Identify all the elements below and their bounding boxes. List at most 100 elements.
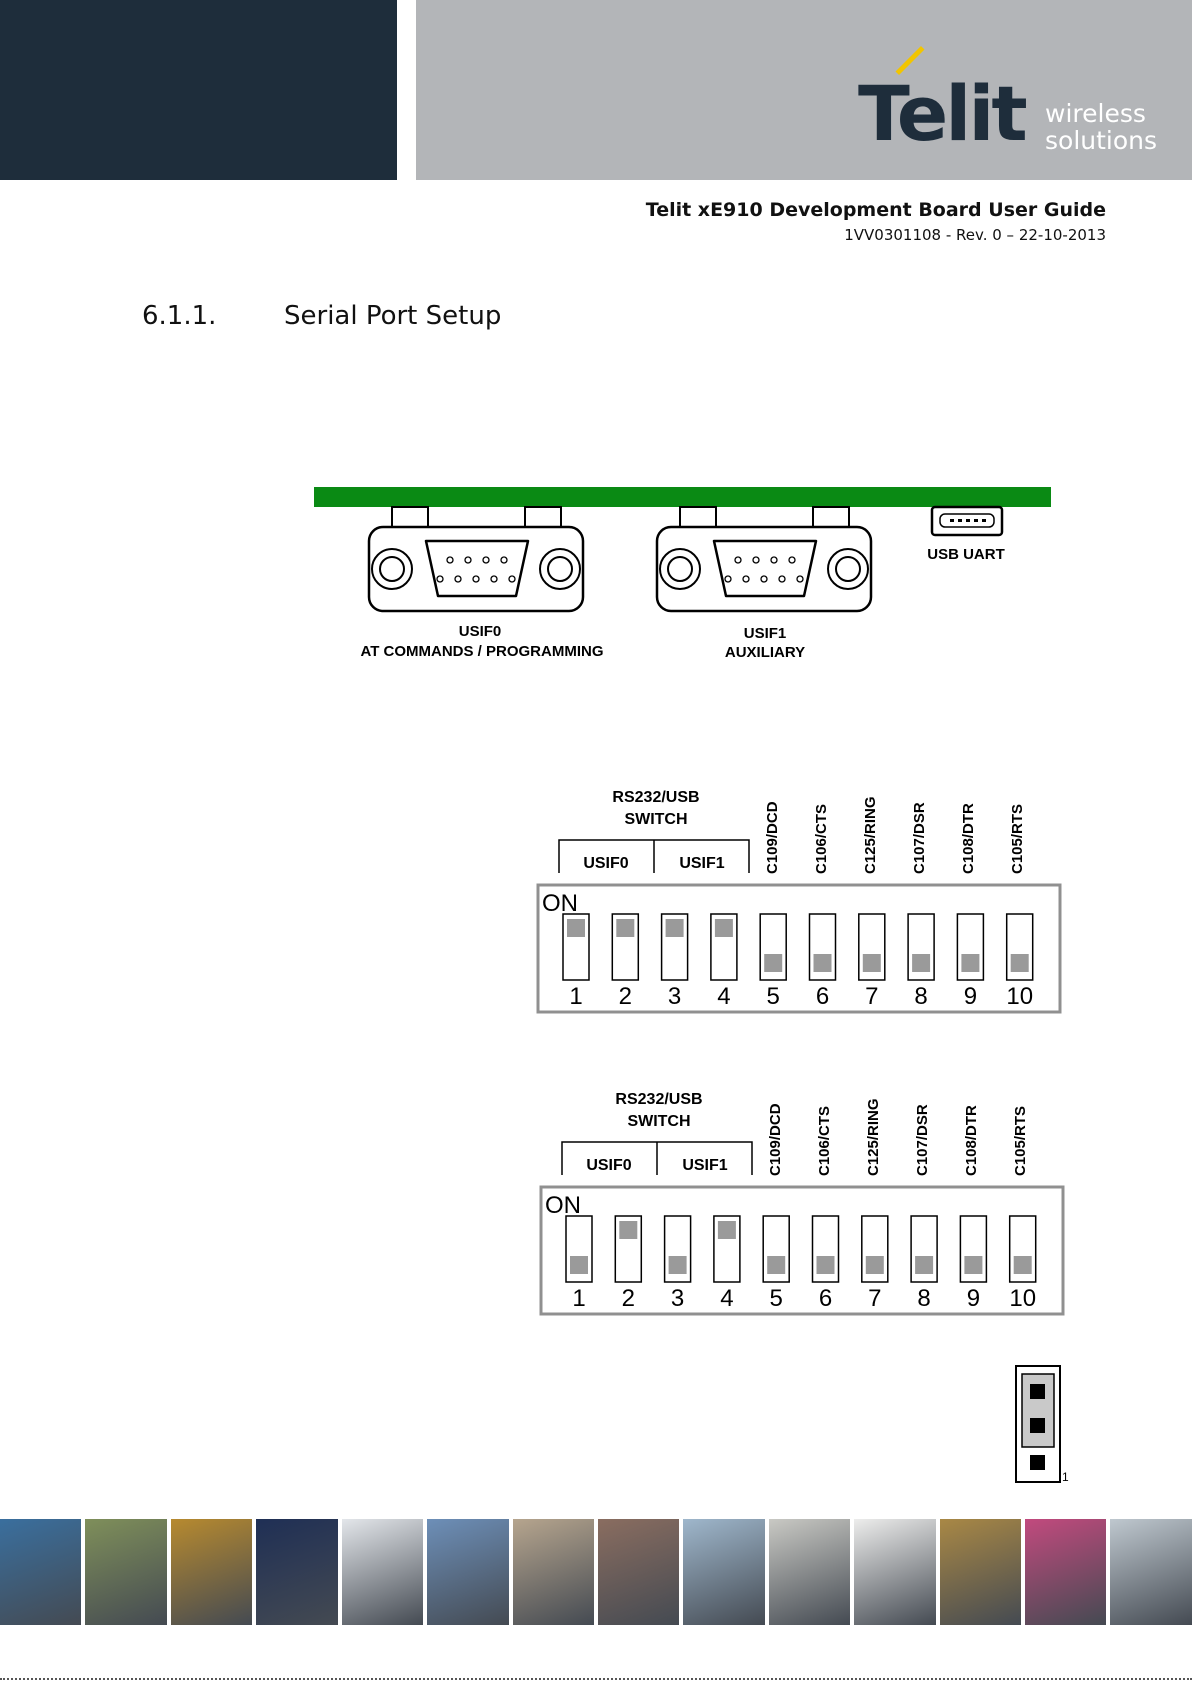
group-label-usif1: USIF1 <box>679 855 724 872</box>
logo-tagline-line2: solutions <box>1045 126 1158 155</box>
dip-switch-knob <box>1010 954 1029 972</box>
document-revision: 1VV0301108 - Rev. 0 – 22-10-2013 <box>844 226 1106 244</box>
dip-switch-knob <box>915 1256 934 1274</box>
signal-label: C125/RING <box>862 796 879 874</box>
switch-title: RS232/USB <box>615 1091 702 1108</box>
footer-photo-tile <box>427 1519 509 1625</box>
switch-number: 9 <box>967 1285 980 1312</box>
footer-photo-tile <box>1025 1519 1107 1625</box>
footer-photo-tile <box>683 1519 765 1625</box>
on-label: ON <box>545 1192 581 1219</box>
signal-label: C105/RTS <box>1009 804 1026 874</box>
footer-photo-tile <box>0 1519 82 1625</box>
footer-photo-tile <box>768 1519 851 1625</box>
dip-switch-knob <box>570 1256 588 1274</box>
logo-tagline: wireless solutions <box>1045 100 1157 154</box>
switch-number: 3 <box>668 983 681 1010</box>
header-dark-banner <box>0 0 397 180</box>
dip-switch-panel-1: RS232/USB SWITCH USIF0 USIF1 C109/DCD C106/CT… <box>536 789 1062 1014</box>
dip-switch-panel-2: RS232/USB SWITCH USIF0 USIF1 C109/DCD C106/CT… <box>539 1091 1065 1316</box>
dip-switch-knob <box>865 1256 884 1274</box>
switch-number: 5 <box>770 1285 783 1312</box>
switch-number: 6 <box>816 983 829 1010</box>
jumper-pin <box>1030 1418 1045 1433</box>
footer-photo-tile <box>170 1519 253 1625</box>
usif1-sublabel: AUXILIARY <box>725 644 805 661</box>
footer-photo-tile <box>341 1519 424 1625</box>
document-title: Telit xE910 Development Board User Guide <box>645 199 1106 221</box>
switch-number: 10 <box>1009 1285 1036 1312</box>
dip-switch-knob <box>668 1256 687 1274</box>
switch-number: 7 <box>868 1285 881 1312</box>
header-grey-banner <box>416 0 1192 180</box>
signal-label: C106/CTS <box>813 804 830 874</box>
usif1-connector <box>655 506 873 613</box>
switch-subtitle: SWITCH <box>624 811 687 828</box>
signal-label: C107/DSR <box>914 1104 931 1176</box>
dip-switch-knob <box>619 1221 638 1239</box>
signal-label: C106/CTS <box>816 1106 833 1176</box>
on-label: ON <box>542 890 578 917</box>
switch-title: RS232/USB <box>612 789 699 806</box>
signal-label: C125/RING <box>865 1098 882 1176</box>
signal-label: C107/DSR <box>911 802 928 874</box>
group-label-usif0: USIF0 <box>586 1157 631 1174</box>
switch-number: 5 <box>767 983 780 1010</box>
bottom-dotted-rule <box>0 1678 1192 1680</box>
switch-number: 8 <box>917 1285 930 1312</box>
section-title: Serial Port Setup <box>284 301 502 331</box>
dip-switch-knob <box>764 954 783 972</box>
switch-number: 2 <box>622 1285 635 1312</box>
pcb-edge <box>314 487 1051 507</box>
usb-uart-label: USB UART <box>927 546 1005 563</box>
switch-number: 1 <box>572 1285 585 1312</box>
switch-number: 1 <box>569 983 582 1010</box>
dip-switch-knob <box>616 919 635 937</box>
switch-number: 4 <box>720 1285 733 1312</box>
footer-image-strip <box>0 1519 1192 1625</box>
dip-switch-knob <box>862 954 881 972</box>
dip-switch-knob <box>567 919 585 937</box>
jumper-pin <box>1030 1455 1045 1470</box>
switch-number: 7 <box>865 983 878 1010</box>
switch-subtitle: SWITCH <box>627 1113 690 1130</box>
dip-switch-knob <box>717 1221 736 1239</box>
dip-switch-knob <box>1013 1256 1032 1274</box>
dip-switch-knob <box>816 1256 835 1274</box>
switch-number: 8 <box>914 983 927 1010</box>
switch-number: 9 <box>964 983 977 1010</box>
signal-label: C105/RTS <box>1012 1106 1029 1176</box>
dip-switch-knob <box>964 1256 983 1274</box>
telit-logo: Telit <box>858 69 1028 158</box>
signal-label: C109/DCD <box>767 1103 784 1176</box>
jumper-header <box>1015 1365 1061 1483</box>
footer-photo-tile <box>85 1519 167 1625</box>
dip-switch-knob <box>961 954 980 972</box>
dip-switch-knob <box>665 919 684 937</box>
dip-switch-knob <box>813 954 832 972</box>
switch-number: 4 <box>717 983 730 1010</box>
section-number: 6.1.1. <box>142 301 217 331</box>
footer-photo-tile <box>854 1519 936 1625</box>
usif1-label: USIF1 <box>744 625 787 642</box>
usif0-connector <box>367 506 585 613</box>
signal-label: C109/DCD <box>764 801 781 874</box>
footer-photo-tile <box>512 1519 594 1625</box>
signal-label: C108/DTR <box>960 803 977 874</box>
switch-number: 3 <box>671 1285 684 1312</box>
usb-uart-connector <box>930 505 1004 537</box>
group-label-usif1: USIF1 <box>682 1157 727 1174</box>
group-label-usif0: USIF0 <box>583 855 628 872</box>
jumper-pin-label: 1 <box>1062 1470 1069 1484</box>
footer-photo-tile <box>597 1519 680 1625</box>
switch-number: 10 <box>1006 983 1033 1010</box>
jumper-pin <box>1030 1384 1045 1399</box>
switch-number: 6 <box>819 1285 832 1312</box>
signal-label: C108/DTR <box>963 1105 980 1176</box>
dip-switch-knob <box>767 1256 786 1274</box>
usif0-label: USIF0 <box>459 623 502 640</box>
switch-number: 2 <box>619 983 632 1010</box>
usif0-sublabel: AT COMMANDS / PROGRAMMING <box>360 643 603 660</box>
dip-switch-knob <box>714 919 733 937</box>
